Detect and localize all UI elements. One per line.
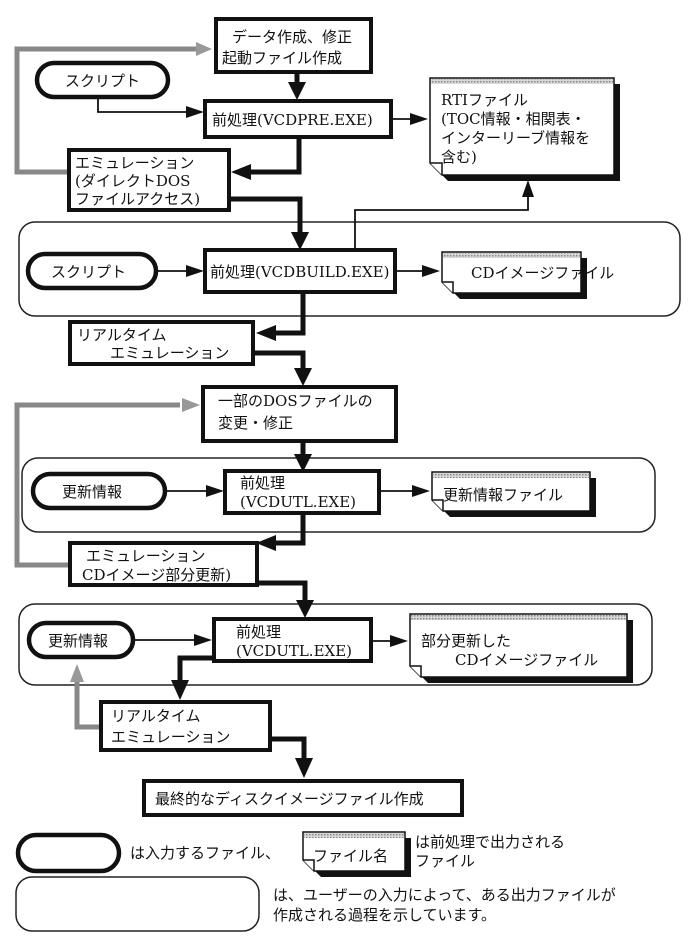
vcdbuild-label: 前処理(VCDBUILD.EXE) <box>210 263 389 281</box>
vcdutl-2-line-1: 前処理 <box>236 623 281 641</box>
arrowhead <box>412 485 430 497</box>
vcdpre-box <box>203 99 393 139</box>
legend-process-text-1: は、ユーザーの入力によって、ある出力ファイルが <box>273 886 616 904</box>
script-input-label-1: スクリプト <box>65 72 140 90</box>
emulation-direct-dos-line-1: エミュレーション <box>75 154 194 172</box>
arrowhead <box>390 635 408 647</box>
data-creation-line-1: データ作成、修正 <box>232 28 352 46</box>
arrowhead <box>186 106 204 118</box>
data-creation-box <box>214 17 373 74</box>
legend-process-text-2: 作成される過程を示しています。 <box>273 906 496 924</box>
emulation-cd-partial-line-2: CDイメージ部分更新) <box>82 566 231 584</box>
cd-image-file-document <box>441 251 587 299</box>
dos-file-modify-line-1: 一部のDOSファイルの <box>218 392 373 410</box>
arrowhead <box>70 664 84 682</box>
rti-file-line-3: インターリーブ情報を <box>441 129 590 147</box>
feedback-arrow-1 <box>14 46 200 175</box>
update-info-file-document <box>431 471 596 517</box>
arrow-emulation1-to-vcdbuild <box>228 196 303 235</box>
partial-cd-image-line-1: 部分更新した <box>421 632 511 650</box>
emulation-direct-dos-line-2: (ダイレクトDOS <box>75 172 190 190</box>
legend-output-file-document <box>302 831 411 877</box>
arrowhead <box>522 180 534 197</box>
script-input-pill-2 <box>25 251 159 291</box>
arrowhead <box>296 600 314 618</box>
process-group-vcdutl-2 <box>18 603 653 686</box>
vcdutl-1-line-2: (VCDUTL.EXE) <box>240 493 356 511</box>
legend-output-file-sample: ファイル名 <box>313 847 388 865</box>
vcdbuild-box <box>203 248 397 294</box>
arrowhead <box>294 368 312 386</box>
feedback-arrow-2 <box>14 402 180 568</box>
emulation-cd-partial-line-1: エミュレーション <box>86 547 205 565</box>
arrowhead <box>196 42 212 56</box>
script-input-pill-1 <box>34 60 171 100</box>
arrow-realtime2-to-final <box>270 736 307 762</box>
partial-cd-image-file-document <box>409 613 633 683</box>
feedback-arrow-3 <box>74 680 100 730</box>
rti-file-line-4: 含む) <box>441 148 477 166</box>
update-info-input-pill-2 <box>26 620 136 660</box>
arrowhead <box>182 398 200 412</box>
rti-file-line-2: (TOC情報・相関表・ <box>441 110 586 128</box>
realtime-emulation-2-line-1: リアルタイム <box>111 707 201 725</box>
cd-image-file-label: CDイメージファイル <box>471 264 614 282</box>
arrowhead <box>231 164 251 180</box>
legend-output-file-text-1: は前処理で出力される <box>415 833 565 851</box>
vcdutl-1-line-1: 前処理 <box>240 474 285 492</box>
arrow-vcdutl1-to-emulation2 <box>270 512 306 546</box>
arrowhead <box>194 634 212 646</box>
realtime-emulation-box-1 <box>68 320 255 366</box>
legend-input-file-pill <box>15 832 122 874</box>
rti-file-line-1: RTIファイル <box>441 91 528 109</box>
arrow-vcdpre-to-emulation1 <box>245 137 302 175</box>
emulation-direct-dos-box <box>67 148 231 212</box>
arrowhead <box>422 265 440 277</box>
realtime-emulation-1-line-2: エミュレーション <box>110 344 229 362</box>
vcdpre-label: 前処理(VCDPRE.EXE) <box>212 111 373 129</box>
vcdutl-box-2 <box>212 617 373 663</box>
dos-file-modify-box <box>201 385 398 443</box>
realtime-emulation-2-line-2: エミュレーション <box>111 728 230 746</box>
arrowhead <box>206 485 224 497</box>
realtime-emulation-box-2 <box>99 700 272 752</box>
partial-cd-image-line-2: CDイメージファイル <box>455 651 598 669</box>
arrowhead <box>295 758 313 778</box>
arrow-script1-to-vcdpre <box>97 97 190 113</box>
realtime-emulation-1-line-1: リアルタイム <box>77 326 167 344</box>
arrowhead <box>171 680 189 700</box>
vcdutl-2-line-2: (VCDUTL.EXE) <box>236 642 352 660</box>
script-input-label-2: スクリプト <box>51 263 126 281</box>
rti-file-document <box>429 77 620 181</box>
arrow-vcdutl2-to-realtime2 <box>177 655 212 682</box>
emulation-direct-dos-line-3: ファイルアクセス) <box>75 190 200 208</box>
update-info-file-label: 更新情報ファイル <box>443 486 563 504</box>
dos-file-modify-line-2: 変更・修正 <box>218 414 293 432</box>
legend-input-file-text: は入力するファイル、 <box>130 844 280 862</box>
final-disk-image-box <box>142 779 464 817</box>
legend-process-frame <box>15 876 260 932</box>
process-group-vcdbuild <box>18 221 681 317</box>
update-info-input-label-1: 更新情報 <box>62 483 122 501</box>
arrow-vcdbuild-to-realtime1 <box>270 292 306 336</box>
arrowhead <box>256 325 276 341</box>
arrowhead <box>410 113 428 125</box>
arrow-realtime1-to-dosmodify <box>252 350 306 372</box>
arrowhead <box>294 454 312 472</box>
emulation-cd-partial-box <box>68 541 259 587</box>
arrowhead <box>291 232 309 250</box>
process-group-vcdutl-1 <box>21 457 656 533</box>
arrowhead <box>256 535 276 551</box>
arrowhead <box>288 82 306 100</box>
arrow-vcdbuild-to-rti <box>354 195 529 250</box>
vcdutl-box-1 <box>223 469 381 515</box>
data-creation-line-2: 起動ファイル作成 <box>222 49 342 67</box>
update-info-input-label-2: 更新情報 <box>48 632 108 650</box>
arrow-emulation2-to-vcdutl2 <box>256 580 308 603</box>
arrowhead <box>186 265 204 277</box>
update-info-input-pill-1 <box>30 471 168 511</box>
final-disk-image-label: 最終的なディスクイメージファイル作成 <box>155 790 424 808</box>
legend-output-file-text-2: ファイル <box>415 852 475 870</box>
